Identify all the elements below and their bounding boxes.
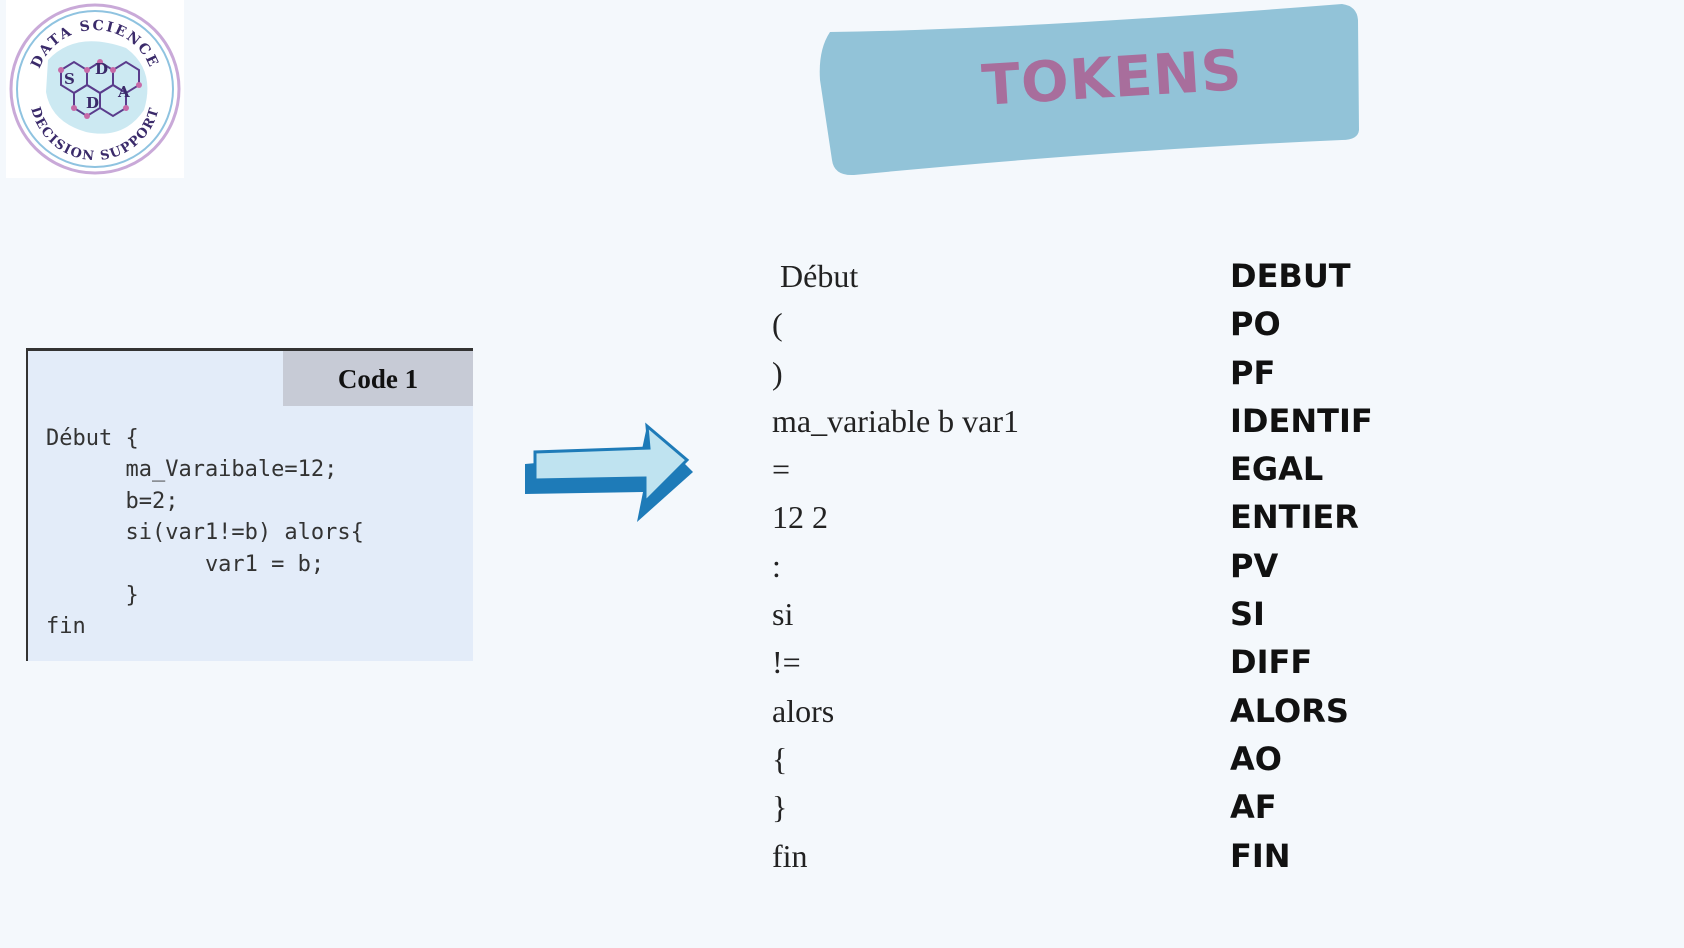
lexeme: : [772, 542, 1192, 590]
lexeme: { [772, 735, 1192, 783]
token-name: EGAL [1230, 445, 1530, 493]
token-name: FIN [1230, 832, 1530, 880]
token-name: PO [1230, 300, 1530, 348]
code-lines: Début { ma_Varaibale=12; b=2; si(var1!=b… [46, 423, 364, 643]
lexeme: fin [772, 832, 1192, 880]
logo: D S A D DATA SCIENCE DECISION SUPPORT [6, 0, 184, 178]
code-panel: Code 1 Début { ma_Varaibale=12; b=2; si(… [26, 348, 473, 661]
code-line: ma_Varaibale=12; [46, 454, 364, 485]
logo-letter-d1: D [95, 60, 108, 78]
token-name: PF [1230, 349, 1530, 397]
lexeme: = [772, 445, 1192, 493]
code-line: } [46, 580, 364, 611]
token-name: PV [1230, 542, 1530, 590]
token-list: DEBUT PO PF IDENTIF EGAL ENTIER PV SI DI… [1230, 252, 1530, 880]
lexeme: ) [772, 349, 1192, 397]
token-name: DIFF [1230, 638, 1530, 686]
token-name: SI [1230, 590, 1530, 638]
token-name: ALORS [1230, 687, 1530, 735]
right-arrow-icon [523, 422, 698, 524]
code-line: b=2; [46, 486, 364, 517]
logo-letter-d2: D [86, 94, 99, 112]
logo-letter-s: S [64, 70, 75, 88]
code-line: Début { [46, 423, 364, 454]
code-header: Code 1 [283, 351, 473, 406]
lexeme: 12 2 [772, 493, 1192, 541]
token-name: AF [1230, 783, 1530, 831]
token-name: DEBUT [1230, 252, 1530, 300]
code-line: var1 = b; [46, 549, 364, 580]
lexeme: ( [772, 300, 1192, 348]
lexeme: } [772, 783, 1192, 831]
lexeme: alors [772, 687, 1192, 735]
lexeme: si [772, 590, 1192, 638]
lexeme: != [772, 638, 1192, 686]
token-name: IDENTIF [1230, 397, 1530, 445]
code-line: fin [46, 611, 364, 642]
code-line: si(var1!=b) alors{ [46, 517, 364, 548]
logo-letter-a: A [117, 83, 130, 101]
lexeme-list: Début ( ) ma_variable b var1 = 12 2 : si… [772, 252, 1192, 880]
token-name: AO [1230, 735, 1530, 783]
lexeme: Début [772, 252, 1192, 300]
token-name: ENTIER [1230, 493, 1530, 541]
lexeme: ma_variable b var1 [772, 397, 1192, 445]
title-banner: TOKENS [812, 0, 1362, 185]
